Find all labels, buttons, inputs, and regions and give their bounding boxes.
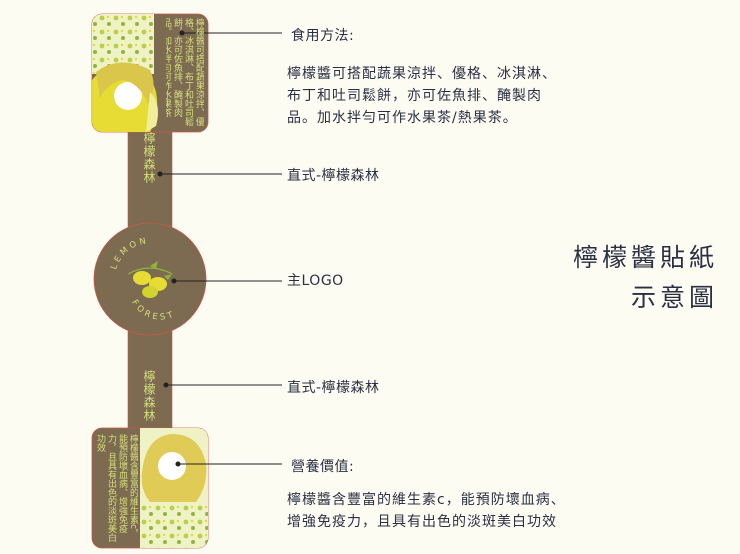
lower-strip xyxy=(127,325,173,435)
upper-strip xyxy=(127,127,173,233)
top-panel xyxy=(91,13,209,133)
diagram-title: 檸檬醬貼紙 示意圖 xyxy=(572,243,718,312)
lower-strip-label: 直式-檸檬森林 xyxy=(287,380,380,396)
bottom-panel xyxy=(91,427,209,549)
top-panel-text: 檸檬醬可搭配蔬果涼拌、優格、冰淇淋、布丁和吐司鬆餅，亦可佐魚排、醃製肉品。加水拌… xyxy=(166,18,204,126)
logo-label: 主LOGO xyxy=(287,273,344,289)
upper-strip-text: 檸檬森林 xyxy=(142,132,156,184)
logo-circle xyxy=(93,222,207,336)
upper-strip-label: 直式-檸檬森林 xyxy=(287,168,380,184)
usage-body: 檸檬醬可搭配蔬果涼拌、優格、冰淇淋、 布丁和吐司鬆餅，亦可佐魚排、醃製肉 品。加… xyxy=(287,66,557,126)
usage-label: 食用方法: xyxy=(291,28,355,44)
nutrition-body: 檸檬醬含豐富的維生素c，能預防壞血病、 增強免疫力，且具有出色的淡斑美白功效 xyxy=(287,492,566,530)
leader-lines xyxy=(157,30,282,467)
lower-strip-text: 檸檬森林 xyxy=(142,370,156,422)
bottom-panel-text: 檸檬醬含豐富的維生素c，能預防壞血病、增強免疫力，且具有出色的淡斑美白功效 xyxy=(96,434,138,542)
nutrition-label: 營養價值: xyxy=(291,459,355,475)
